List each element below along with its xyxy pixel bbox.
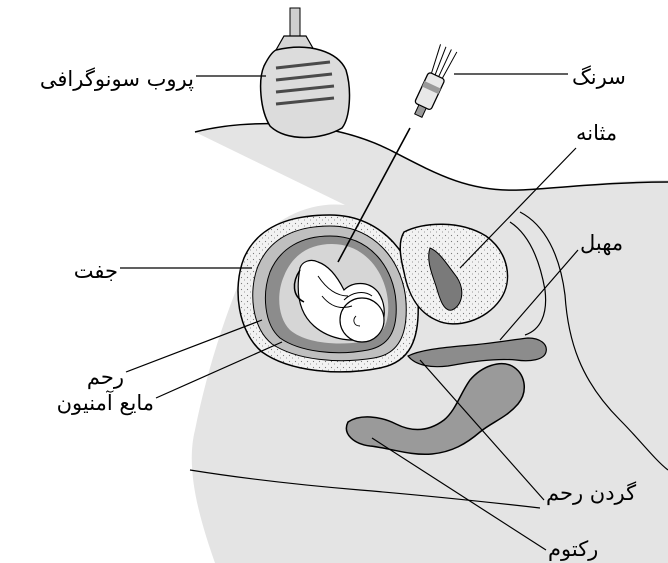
label-cervix: گردن رحم xyxy=(546,481,636,506)
label-rectum: رکتوم xyxy=(548,537,598,561)
label-amniotic-fluid: مایع آمنیون xyxy=(57,390,154,415)
label-placenta: جفت xyxy=(74,259,118,283)
probe-body xyxy=(261,47,350,137)
probe-cable xyxy=(290,8,300,36)
fetus-head xyxy=(340,298,384,342)
label-probe: پروب سونوگرافی xyxy=(40,67,194,91)
label-bladder: مثانه xyxy=(576,121,617,145)
label-vagina: مهبل xyxy=(580,231,623,255)
ultrasound-probe xyxy=(261,8,350,138)
label-syringe: سرنگ xyxy=(572,65,626,89)
syringe-device xyxy=(409,44,457,119)
label-uterus: رحم xyxy=(87,365,124,390)
